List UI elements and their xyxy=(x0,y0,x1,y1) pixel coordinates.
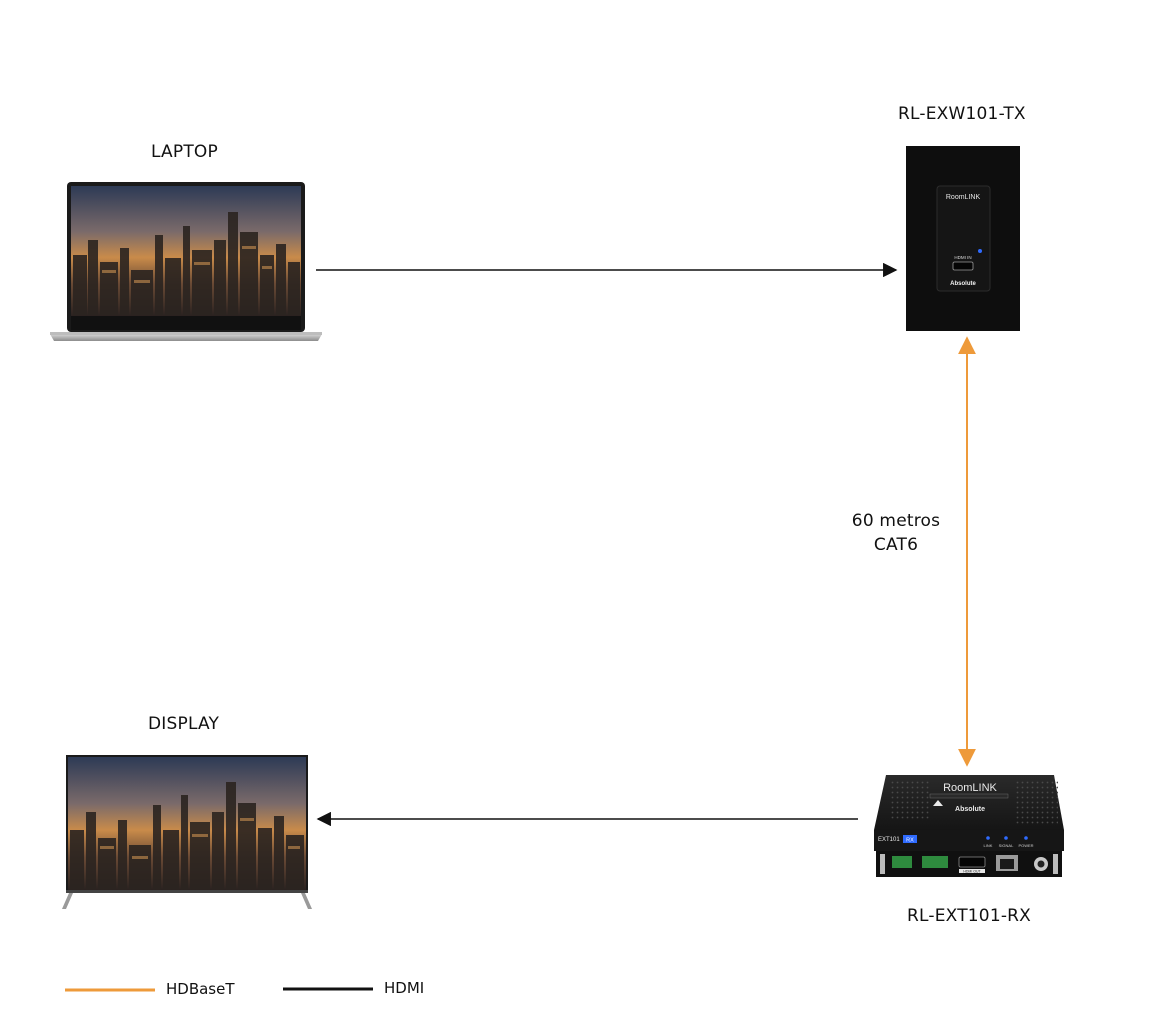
receiver-maker-text: Absolute xyxy=(955,806,985,813)
display-label: DISPLAY xyxy=(148,714,220,734)
legend-hdbaset-label: HDBaseT xyxy=(166,980,235,998)
transmitter-port-label: HDMI IN xyxy=(954,255,971,260)
receiver-model-badge: RX xyxy=(906,838,914,844)
legend-hdmi-label: HDMI xyxy=(384,979,425,997)
cable-length-label: 60 metros xyxy=(851,511,941,531)
display-icon xyxy=(62,755,312,909)
transmitter-maker-text: Absolute xyxy=(950,281,976,287)
transmitter-label: RL-EXW101-TX xyxy=(898,104,1026,124)
laptop-icon xyxy=(50,182,322,341)
receiver-led-signal-label: SIGNAL xyxy=(999,843,1014,848)
transmitter-brand-text: RoomLINK xyxy=(946,194,981,201)
receiver-model-text: EXT101 xyxy=(878,837,900,843)
receiver-brand-text: RoomLINK xyxy=(943,782,997,794)
receiver-led-link-label: LINK xyxy=(984,843,993,848)
receiver-port-label: HDMI OUT xyxy=(963,870,981,874)
receiver-label: RL-EXT101-RX xyxy=(907,906,1032,926)
laptop-label: LAPTOP xyxy=(151,142,218,162)
transmitter-device-icon: RoomLINK HDMI IN Absolute xyxy=(906,146,1020,331)
receiver-device-icon: RoomLINK Absolute EXT101 RX LINK SIGNAL … xyxy=(874,775,1064,877)
cable-type-label: CAT6 xyxy=(873,535,919,555)
receiver-led-power-label: POWER xyxy=(1018,843,1033,848)
